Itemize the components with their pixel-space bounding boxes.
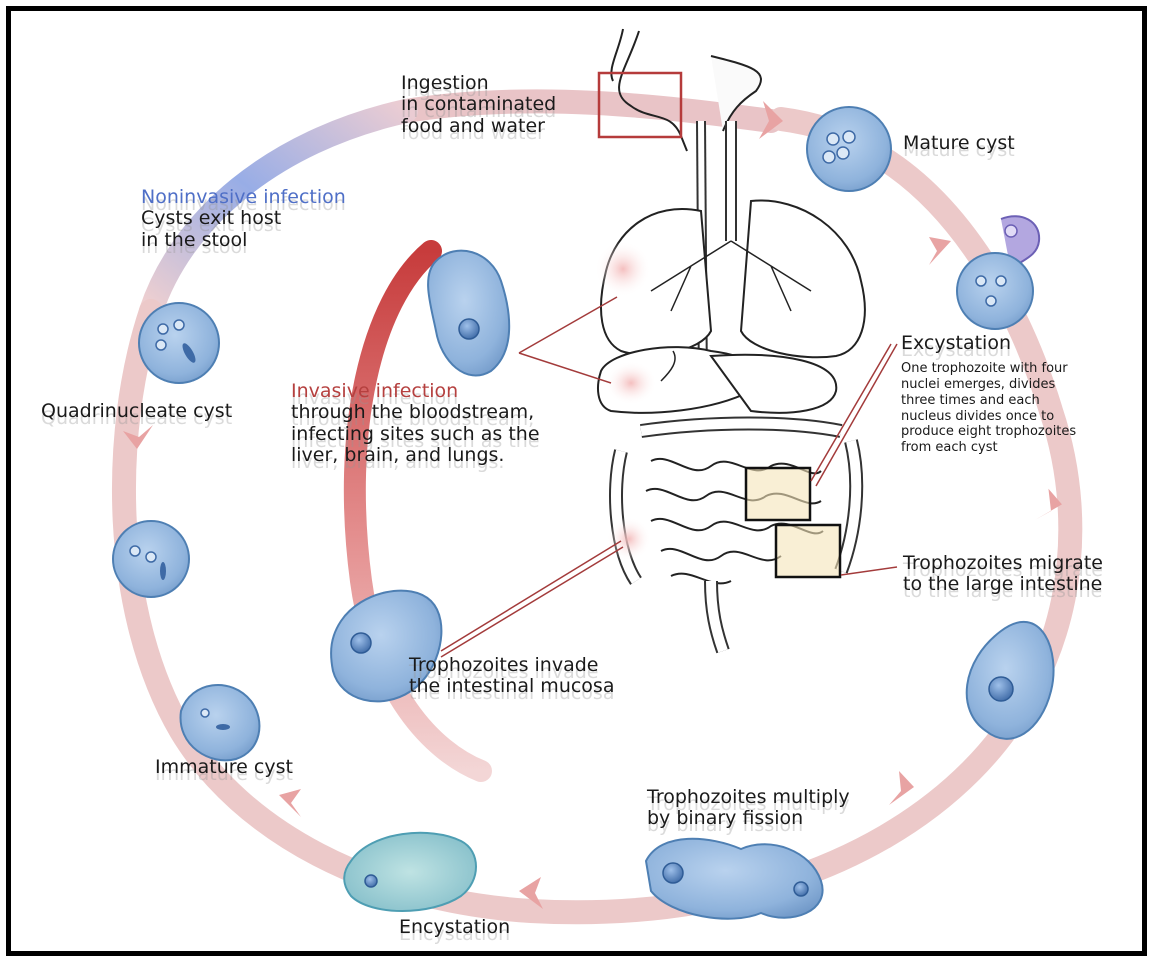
- excystation-heading: Excystation: [901, 333, 1011, 354]
- ingestion-line-1: Ingestion: [401, 73, 556, 94]
- invasive-label: Invasive infection through the bloodstre…: [291, 381, 540, 466]
- migrate-label: Trophozoites migrate to the large intest…: [903, 553, 1103, 596]
- immature-cyst-label: Immature cyst: [155, 757, 293, 778]
- invasive-heading: Invasive infection: [291, 381, 540, 402]
- large-intestine-highlight-box: [776, 525, 840, 577]
- noninvasive-heading: Noninvasive infection: [141, 187, 346, 208]
- invade-label: Trophozoites invade the intestinal mucos…: [409, 655, 614, 698]
- binary-fission-cells: [646, 839, 823, 919]
- ingestion-line-2: in contaminated: [401, 94, 556, 115]
- excystation-description: One trophozoite with four nuclei emerges…: [901, 361, 1076, 456]
- encystation-label: Encystation: [399, 917, 510, 938]
- encystation-cell: [344, 833, 476, 911]
- diagram-frame: Ingestion in contaminated food and water…: [6, 6, 1147, 956]
- noninvasive-label: Noninvasive infection Cysts exit host in…: [141, 187, 346, 251]
- ingestion-line-3: food and water: [401, 116, 556, 137]
- quadrinucleate-cyst-cell: [139, 303, 219, 383]
- binucleate-cyst-cell: [113, 521, 189, 597]
- trophozoite-bloodstream: [428, 251, 509, 376]
- mature-cyst-cell: [807, 107, 891, 191]
- multiply-label: Trophozoites multiply by binary fission: [647, 787, 850, 830]
- ingestion-label: Ingestion in contaminated food and water: [401, 73, 556, 137]
- small-intestine-highlight-box: [746, 468, 810, 520]
- trophozoite-right: [967, 622, 1054, 739]
- mature-cyst-label: Mature cyst: [903, 133, 1015, 154]
- quadrinucleate-cyst-label: Quadrinucleate cyst: [41, 401, 232, 422]
